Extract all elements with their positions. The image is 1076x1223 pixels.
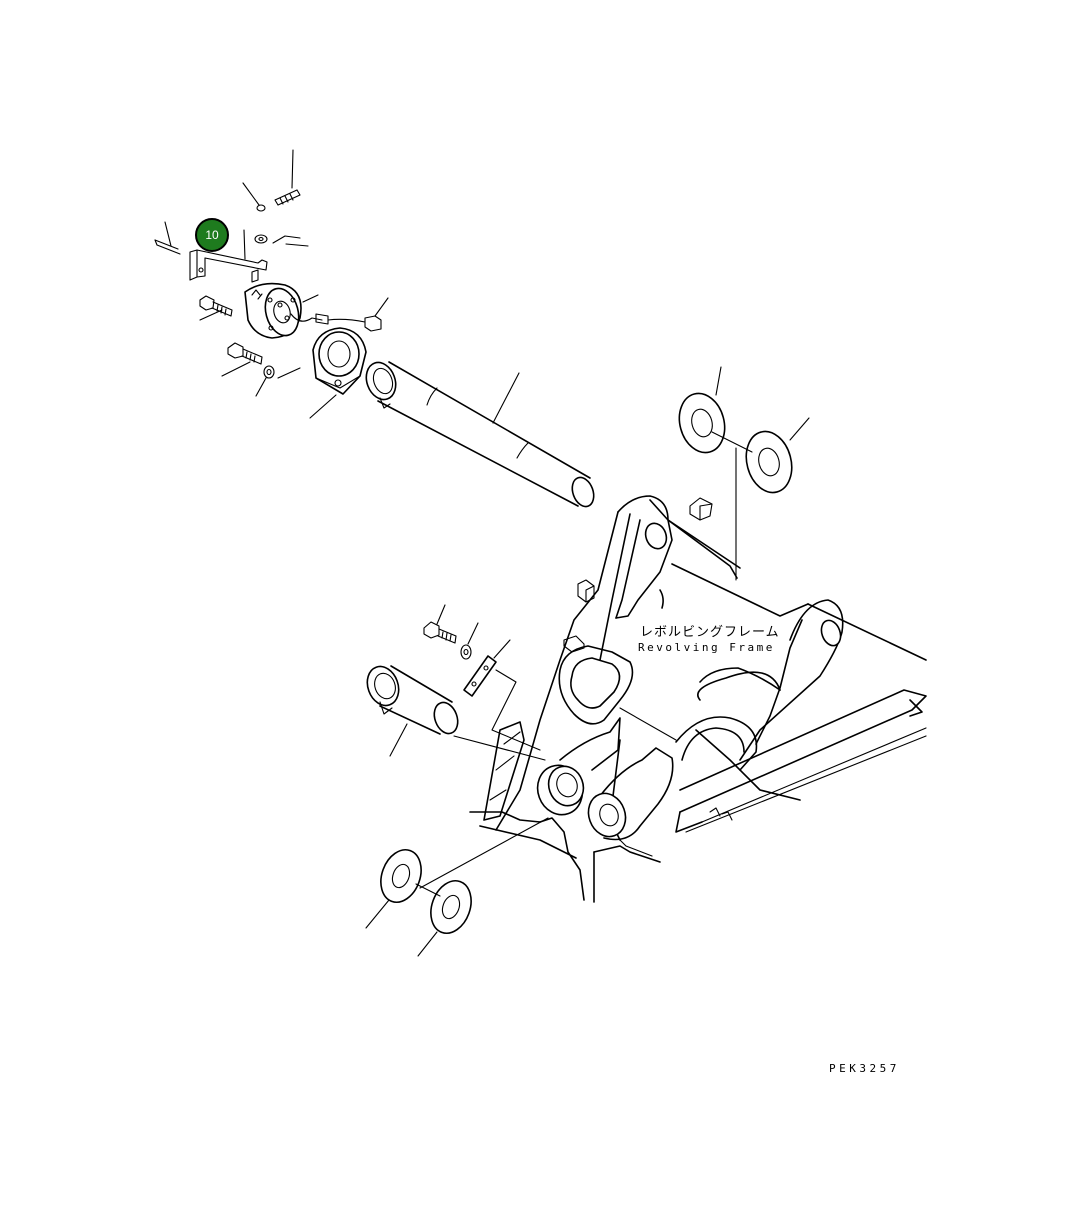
mount-bolt bbox=[221, 342, 263, 377]
top-washer bbox=[242, 182, 266, 212]
lower-shim-2 bbox=[417, 880, 472, 957]
revolving-frame-label-en: Revolving Frame bbox=[638, 641, 775, 654]
lock-plate bbox=[189, 229, 268, 283]
left-small-bolt bbox=[154, 221, 181, 255]
lower-shim-1 bbox=[365, 849, 422, 929]
mount-washer bbox=[255, 365, 275, 397]
upper-shim-2 bbox=[745, 417, 810, 494]
lock-bar bbox=[463, 639, 541, 751]
lower-bolt bbox=[423, 604, 457, 644]
long-pin bbox=[365, 361, 595, 508]
flange-bolt bbox=[199, 295, 233, 321]
sensor-flange bbox=[244, 282, 319, 339]
drawing-number: PEK3257 bbox=[829, 1062, 900, 1075]
revolving-frame bbox=[469, 495, 927, 903]
upper-shim-leader bbox=[711, 431, 753, 581]
bearing-bracket bbox=[277, 327, 367, 419]
lower-shim-leader bbox=[415, 817, 549, 897]
callout-marker-10[interactable]: 10 bbox=[195, 218, 229, 252]
revolving-frame-label-jp: レボルビングフレーム bbox=[640, 625, 780, 640]
wire-harness bbox=[290, 297, 389, 332]
upper-shim-1 bbox=[678, 366, 726, 454]
short-pin bbox=[366, 665, 546, 761]
small-washer bbox=[254, 234, 309, 247]
lower-washer bbox=[460, 622, 479, 660]
top-bolt bbox=[274, 149, 301, 206]
